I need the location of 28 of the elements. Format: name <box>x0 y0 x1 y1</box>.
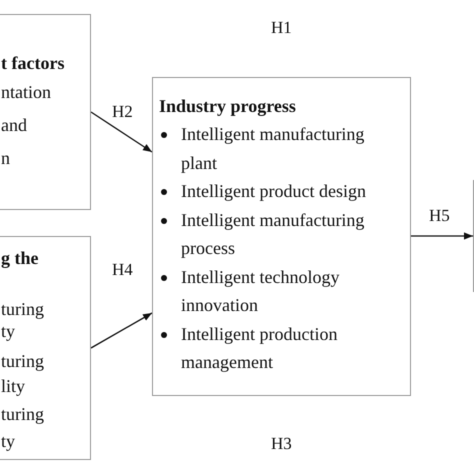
text-box <box>0 236 91 460</box>
list-text: turing <box>1 403 44 425</box>
list-text: Intelligent production management <box>181 322 338 374</box>
edge-label: H4 <box>112 260 133 280</box>
heading: t factors <box>1 52 64 74</box>
hypothesis-label: H1 <box>271 18 292 38</box>
edge-label: H5 <box>429 206 450 226</box>
list-text: lity <box>1 375 26 397</box>
list-text: turing <box>1 350 44 372</box>
heading: g the <box>1 247 38 269</box>
list-text: Intelligent manufacturing plant <box>181 123 366 175</box>
text-box <box>0 14 91 210</box>
list-text: ntation <box>1 81 51 103</box>
arrow <box>90 312 152 349</box>
text-box <box>152 77 411 396</box>
list-text: ty <box>1 430 16 452</box>
list-text: ty <box>1 320 16 342</box>
list-text: Intelligent product design <box>181 180 367 203</box>
heading: Industry progress <box>159 95 296 117</box>
list-text: Intelligent technology innovation <box>181 266 340 317</box>
edge-label: H2 <box>112 102 133 122</box>
list-text: n <box>1 147 10 169</box>
list-text: and <box>1 114 27 136</box>
arrow <box>90 111 152 153</box>
arrow <box>411 232 473 240</box>
hypothesis-label: H3 <box>271 434 292 454</box>
list-text: turing <box>1 298 44 320</box>
list-text: Intelligent manufacturing process <box>181 208 366 260</box>
